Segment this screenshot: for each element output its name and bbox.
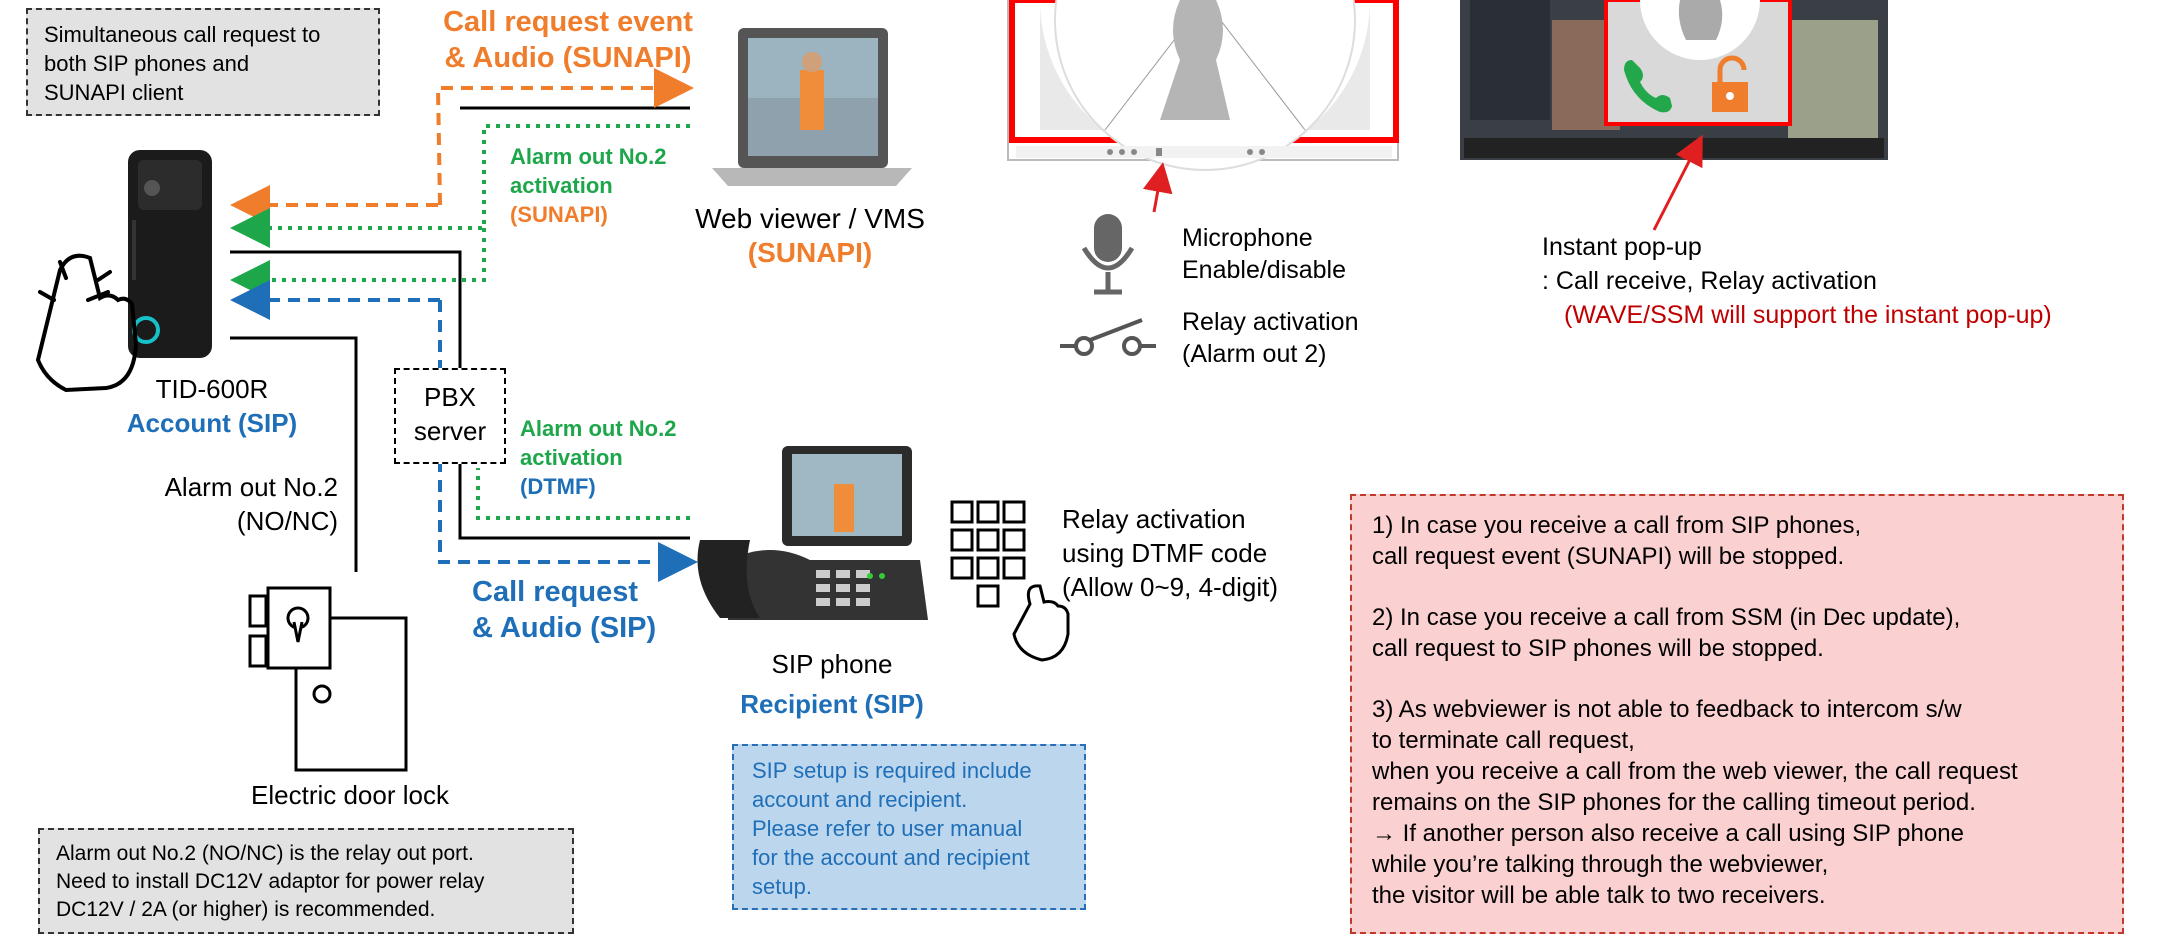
popup-pointer — [1652, 134, 1703, 231]
pbx-server-box: PBX server — [394, 368, 506, 464]
door-lock-label: Electric door lock — [251, 780, 449, 810]
alarm-port-note: Alarm out No.2 (NO/NC) is the relay out … — [38, 828, 574, 934]
sunapi-call-arrows — [230, 68, 694, 225]
intercom-device — [128, 150, 212, 358]
call-sip-label: Call request & Audio (SIP) — [472, 576, 657, 644]
dtmf-relay-label: Relay activation using DTMF code (Allow … — [1062, 504, 1279, 602]
hand-pointer-icon — [35, 253, 139, 393]
popup-label: Instant pop-up : Call receive, Relay act… — [1542, 233, 2052, 329]
alarm-port-label: Alarm out No.2 (NO/NC) — [164, 472, 338, 536]
sunapi-alarm-arrows — [230, 124, 690, 300]
vms-window-mock — [1007, 0, 1399, 171]
unlock-icon — [1712, 55, 1748, 112]
case-notes: 1) In case you receive a call from SIP p… — [1350, 494, 2124, 934]
keypad-icon — [950, 500, 1070, 662]
laptop-image — [712, 28, 912, 186]
alarm-dtmf-label: Alarm out No.2 activation (DTMF) — [520, 416, 677, 499]
simultaneous-call-note: Simultaneous call request to both SIP ph… — [26, 8, 380, 116]
microphone-pointer — [1142, 162, 1173, 213]
case-3: 3) As webviewer is not able to feedback … — [1372, 696, 2018, 909]
alarm-sunapi-label: Alarm out No.2 activation (SUNAPI) — [510, 144, 667, 227]
case-2: 2) In case you receive a call from SSM (… — [1372, 604, 1961, 662]
sip-phone-image — [697, 446, 928, 620]
case-1: 1) In case you receive a call from SIP p… — [1372, 512, 1862, 570]
device-label: TID-600R Account (SIP) — [126, 374, 298, 438]
relay-switch-icon — [1060, 318, 1156, 356]
sip-phone-label: SIP phone Recipient (SIP) — [740, 649, 924, 719]
sip-setup-note: SIP setup is required include account an… — [732, 744, 1086, 910]
microphone-label: Microphone Enable/disable — [1182, 224, 1347, 284]
web-viewer-label: Web viewer / VMS (SUNAPI) — [695, 203, 925, 268]
door-lock-icon — [248, 586, 408, 772]
phone-icon — [1624, 60, 1672, 113]
vms-popup-mock — [1460, 0, 1888, 160]
relay-label: Relay activation (Alarm out 2) — [1182, 308, 1359, 368]
microphone-icon — [1081, 214, 1135, 295]
call-event-label: Call request event & Audio (SUNAPI) — [443, 6, 693, 74]
dtmf-alarm-arrows — [476, 468, 690, 520]
